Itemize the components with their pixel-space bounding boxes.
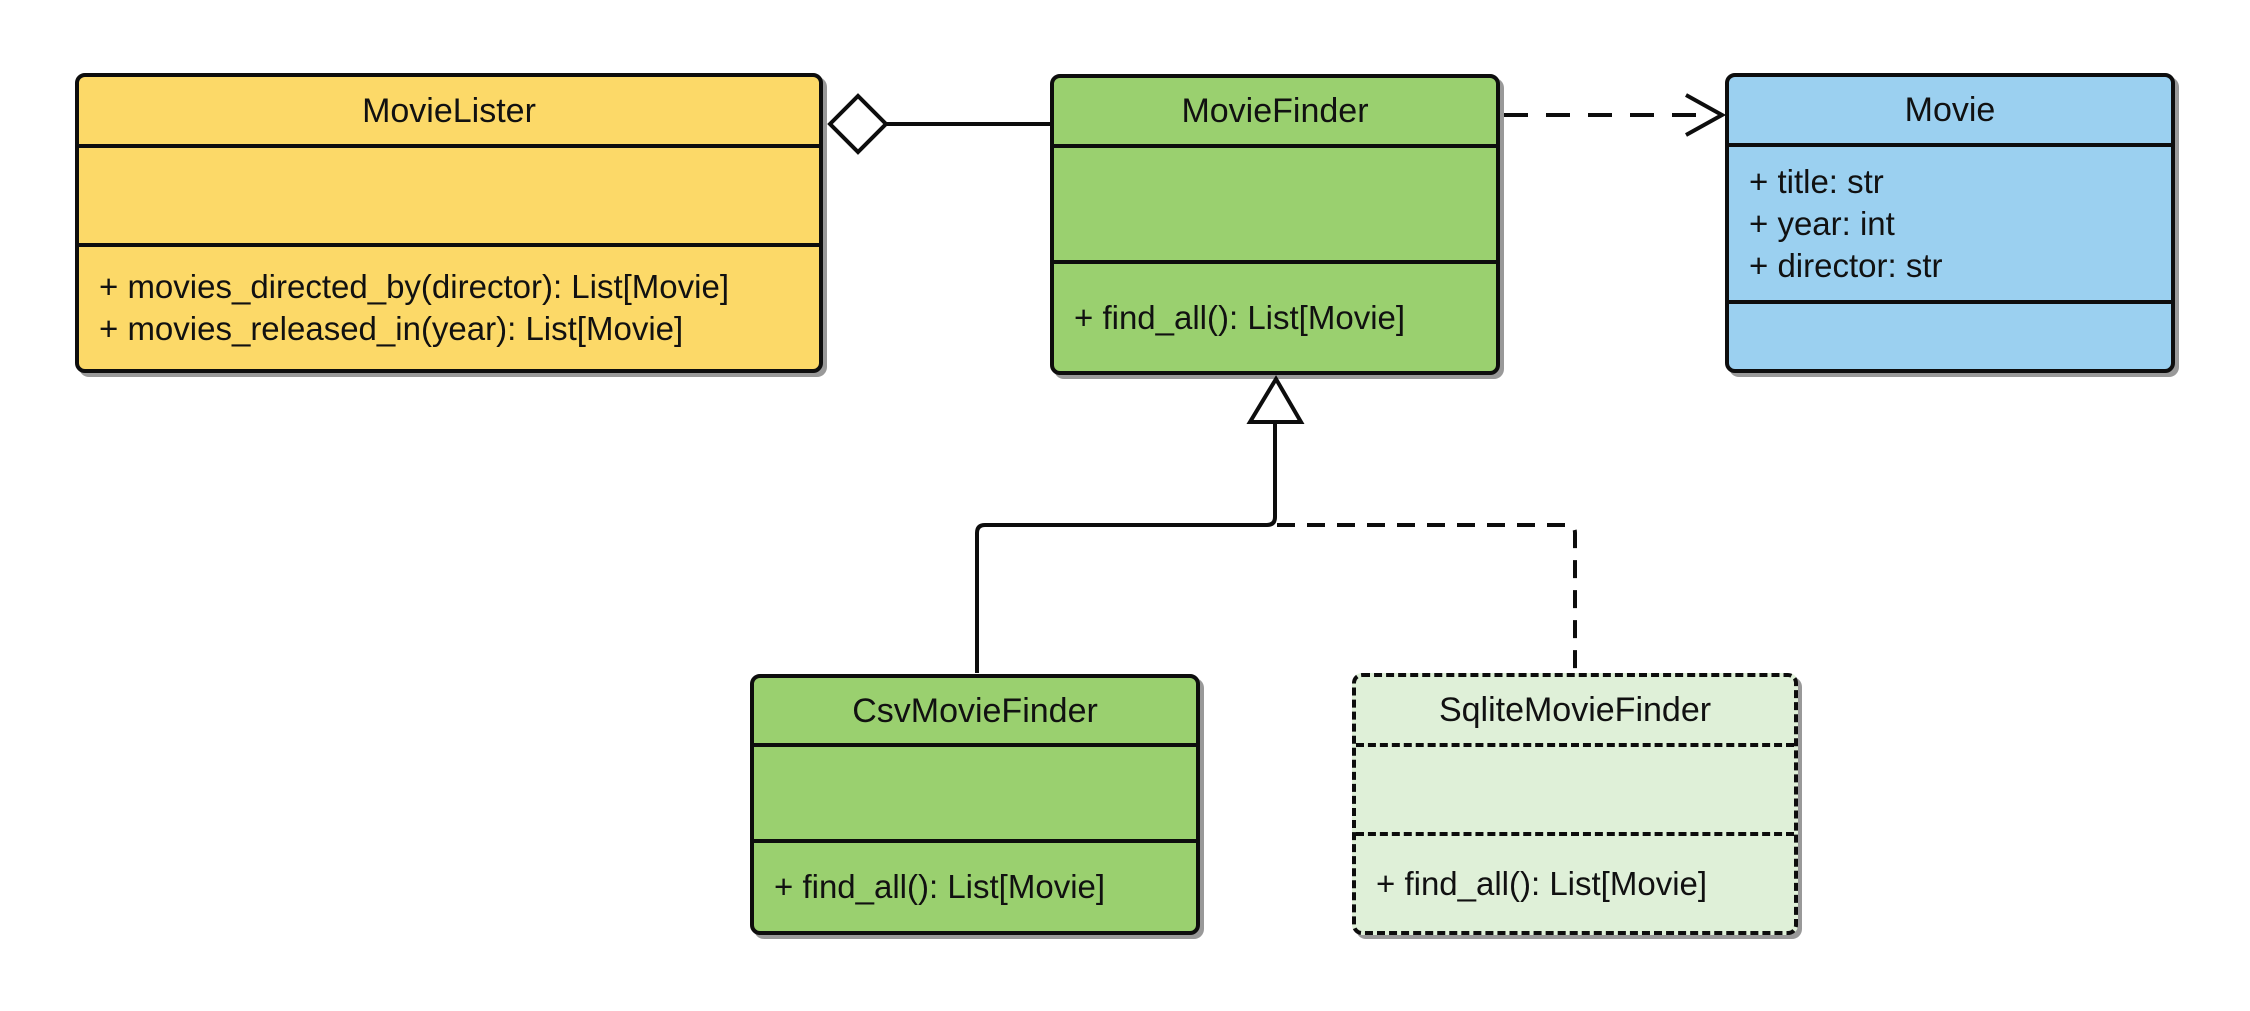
attribute-label: + year: int [1749, 204, 1895, 242]
class-box-movielister: MovieLister + movies_directed_by(directo… [75, 73, 823, 373]
dependency-connector [1504, 93, 1727, 137]
method-label: + find_all(): List[Movie] [1074, 298, 1406, 336]
methods-compartment-moviefinder: + find_all(): List[Movie] [1054, 260, 1496, 371]
methods-compartment-movielister: + movies_directed_by(director): List[Mov… [79, 243, 819, 369]
class-box-movie: Movie + title: str + year: int + directo… [1725, 73, 2175, 373]
class-title-moviefinder: MovieFinder [1181, 92, 1369, 130]
class-title-csvmoviefinder: CsvMovieFinder [852, 691, 1098, 730]
attributes-compartment-movielister [79, 144, 819, 243]
methods-compartment-movie [1729, 300, 2171, 369]
generalization-dashed-connector [1277, 523, 1577, 671]
class-box-moviefinder: MovieFinder + find_all(): List[Movie] [1050, 74, 1500, 375]
attributes-compartment-sqlitemoviefinder [1356, 743, 1794, 832]
dependency-arrowhead-icon [1685, 93, 1727, 137]
class-box-csvmoviefinder: CsvMovieFinder + find_all(): List[Movie] [750, 674, 1200, 935]
method-label: + movies_directed_by(director): List[Mov… [99, 268, 729, 305]
attribute-label: + title: str [1749, 162, 1884, 200]
method-label: + find_all(): List[Movie] [1376, 864, 1708, 902]
aggregation-connector [827, 93, 1050, 155]
class-title-movie: Movie [1904, 91, 1996, 129]
attribute-label: + director: str [1749, 246, 1943, 284]
methods-compartment-csvmoviefinder: + find_all(): List[Movie] [754, 839, 1196, 931]
aggregation-diamond-icon [827, 93, 889, 155]
generalization-triangle-icon [1246, 375, 1305, 424]
class-title-movielister: MovieLister [362, 91, 536, 130]
method-label: + movies_released_in(year): List[Movie] [99, 310, 684, 347]
class-box-sqlitemoviefinder: SqliteMovieFinder + find_all(): List[Mov… [1352, 673, 1798, 935]
attributes-compartment-moviefinder [1054, 144, 1496, 260]
attributes-compartment-movie: + title: str + year: int + director: str [1729, 143, 2171, 300]
methods-compartment-sqlitemoviefinder: + find_all(): List[Movie] [1356, 832, 1794, 931]
attributes-compartment-csvmoviefinder [754, 743, 1196, 839]
method-label: + find_all(): List[Movie] [774, 868, 1106, 905]
generalization-solid-connector [975, 424, 1277, 673]
class-title-sqlitemoviefinder: SqliteMovieFinder [1438, 691, 1712, 729]
